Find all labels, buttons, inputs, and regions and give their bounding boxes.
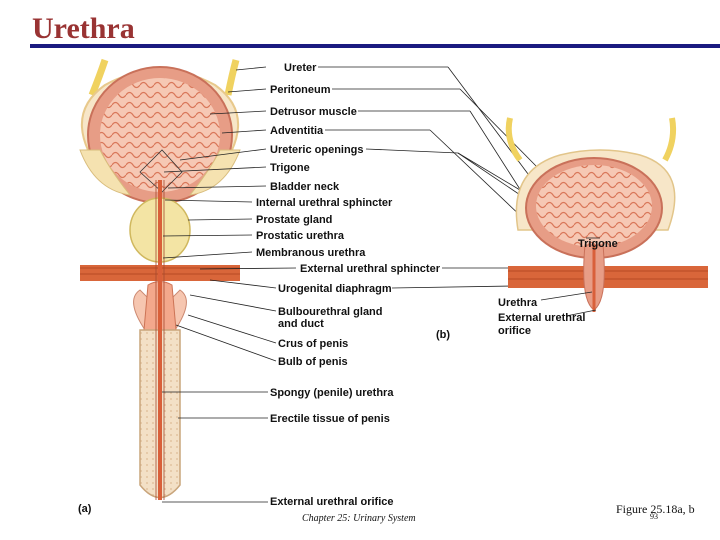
label-bladder-neck: Bladder neck <box>270 181 340 193</box>
label-spongy-urethra: Spongy (penile) urethra <box>270 387 394 399</box>
footer-chapter: Chapter 25: Urinary System <box>302 513 416 524</box>
ureter-right <box>228 60 236 95</box>
bladder-lumen-b <box>536 165 652 247</box>
label-ureter: Ureter <box>284 62 317 74</box>
label-crus-of-penis: Crus of penis <box>278 338 348 350</box>
label-bulb-of-penis: Bulb of penis <box>278 356 348 368</box>
label-urogenital-diaphragm: Urogenital diaphragm <box>278 283 392 295</box>
label-peritoneum: Peritoneum <box>270 84 331 96</box>
panel-b-illustration <box>508 118 708 312</box>
label-prostatic-urethra: Prostatic urethra <box>256 230 345 242</box>
label-internal-urethral-sphincter: Internal urethral sphincter <box>256 197 393 209</box>
label-membranous-urethra: Membranous urethra <box>256 247 366 259</box>
panel-a-illustration <box>80 60 240 500</box>
label-ureteric-openings: Ureteric openings <box>270 144 364 156</box>
label-external-urethral-sphincter: External urethral sphincter <box>300 263 441 275</box>
label-external-urethral-orifice-a: External urethral orifice <box>270 496 394 508</box>
label-prostate-gland: Prostate gland <box>256 214 332 226</box>
label-orifice-b: orifice <box>498 325 531 337</box>
label-bulbourethral-gland: Bulbourethral gland <box>278 306 383 318</box>
urogenital-band-b <box>508 266 708 288</box>
label-external-urethral-b: External urethral <box>498 312 585 324</box>
label-urethra-b: Urethra <box>498 297 538 309</box>
bladder-lumen <box>100 78 220 192</box>
label-erectile-tissue: Erectile tissue of penis <box>270 413 390 425</box>
label-detrusor-muscle: Detrusor muscle <box>270 106 357 118</box>
label-trigone-b: Trigone <box>578 238 618 250</box>
label-adventitia: Adventitia <box>270 125 324 137</box>
panel-a-label: (a) <box>78 503 92 515</box>
panel-b-label: (b) <box>436 329 450 341</box>
label-and-duct: and duct <box>278 318 324 330</box>
label-trigone-a: Trigone <box>270 162 310 174</box>
footer-page-number: 93 <box>650 512 658 521</box>
